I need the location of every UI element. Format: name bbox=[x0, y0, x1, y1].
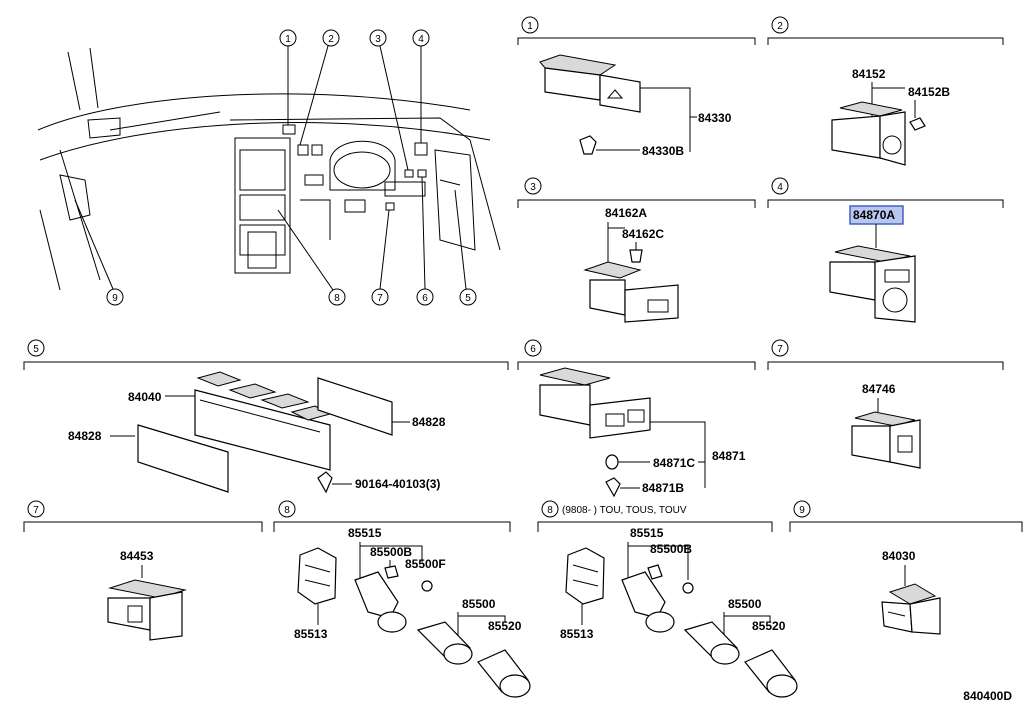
dashboard-illustration bbox=[37, 47, 501, 291]
switch-part-84746 bbox=[851, 411, 921, 469]
svg-text:2: 2 bbox=[777, 21, 783, 32]
window-switch-84040 bbox=[194, 371, 332, 471]
svg-text:9: 9 bbox=[112, 293, 118, 304]
part-label-84871C: 84871C bbox=[653, 456, 695, 470]
section-8-b-note: (9808- ) TOU, TOUS, TOUV bbox=[562, 505, 687, 516]
bulb-holder-b bbox=[621, 571, 675, 633]
svg-text:1: 1 bbox=[527, 21, 533, 32]
section-7-b: 7 84453 bbox=[23, 500, 263, 641]
lighter-85500-b bbox=[683, 621, 740, 665]
svg-text:3: 3 bbox=[530, 182, 536, 193]
section-6: 6 84871 84871C 84871B bbox=[517, 339, 756, 498]
svg-text:6: 6 bbox=[422, 293, 428, 304]
diagram-code: 840400D bbox=[963, 689, 1012, 703]
part-label-84330B: 84330B bbox=[642, 144, 684, 158]
part-label-85500B-b: 85500B bbox=[650, 542, 692, 556]
svg-text:1: 1 bbox=[285, 34, 291, 45]
callout-5: 5 bbox=[454, 189, 477, 306]
switch-part-84871 bbox=[539, 367, 651, 439]
lighter-85500-a bbox=[416, 621, 473, 665]
part-label-84330: 84330 bbox=[698, 111, 732, 125]
svg-text:5: 5 bbox=[465, 293, 471, 304]
section-4: 4 84870A bbox=[767, 177, 1004, 323]
svg-text:8: 8 bbox=[547, 505, 553, 516]
switch-part-84162A bbox=[583, 261, 679, 323]
callout-6: 6 bbox=[416, 176, 434, 306]
svg-text:9: 9 bbox=[799, 505, 805, 516]
part-label-85500B-a: 85500B bbox=[370, 545, 412, 559]
pad-84828-right bbox=[317, 377, 393, 436]
svg-text:4: 4 bbox=[777, 182, 783, 193]
section-1: 1 84330 84330B bbox=[517, 16, 756, 158]
part-label-84871: 84871 bbox=[712, 449, 746, 463]
switch-part-84870A bbox=[829, 245, 916, 323]
section-5: 5 84040 84828 84828 90164-40103(3) bbox=[23, 339, 509, 494]
part-label-85520-b: 85520 bbox=[752, 619, 786, 633]
part-label-85515-b: 85515 bbox=[630, 526, 664, 540]
part-label-85500-b: 85500 bbox=[728, 597, 762, 611]
part-label-84030: 84030 bbox=[882, 549, 916, 563]
lighter-85520-a bbox=[477, 649, 531, 698]
part-label-84040: 84040 bbox=[128, 390, 162, 404]
switch-part-84030 bbox=[881, 583, 941, 635]
svg-text:8: 8 bbox=[334, 293, 340, 304]
svg-text:8: 8 bbox=[284, 505, 290, 516]
bulb-holder-a bbox=[354, 571, 407, 633]
section-7-a: 7 84746 bbox=[767, 339, 1004, 469]
lighter-85520-b bbox=[744, 649, 798, 698]
svg-text:6: 6 bbox=[530, 344, 536, 355]
callout-8: 8 bbox=[277, 209, 346, 306]
part-label-84152B: 84152B bbox=[908, 85, 950, 99]
socket-85513-b bbox=[565, 547, 605, 605]
section-9: 9 84030 bbox=[789, 500, 1023, 635]
callout-9: 9 bbox=[74, 199, 124, 306]
switch-part-84330 bbox=[539, 54, 641, 113]
callout-2: 2 bbox=[299, 29, 340, 146]
part-label-85513-a: 85513 bbox=[294, 627, 328, 641]
svg-text:2: 2 bbox=[328, 34, 334, 45]
section-8-a: 8 85515 85500B 85500F 85513 85500 85520 bbox=[273, 500, 531, 698]
part-label-90164-40103: 90164-40103(3) bbox=[355, 477, 440, 491]
pad-84828-left bbox=[137, 424, 229, 493]
svg-text:7: 7 bbox=[377, 293, 383, 304]
section-8-b: 8 (9808- ) TOU, TOUS, TOUV 85515 85500B … bbox=[537, 500, 798, 698]
part-label-84162A: 84162A bbox=[605, 206, 647, 220]
callout-1: 1 bbox=[279, 29, 297, 125]
part-label-85520-a: 85520 bbox=[488, 619, 522, 633]
part-label-84871B: 84871B bbox=[642, 481, 684, 495]
callout-4: 4 bbox=[412, 29, 430, 143]
part-label-85500F: 85500F bbox=[405, 557, 446, 571]
svg-text:3: 3 bbox=[375, 34, 381, 45]
svg-text:7: 7 bbox=[777, 344, 783, 355]
part-label-84746: 84746 bbox=[862, 382, 896, 396]
section-2: 2 84152 84152B bbox=[767, 16, 1004, 166]
svg-text:4: 4 bbox=[418, 34, 424, 45]
part-label-85500-a: 85500 bbox=[462, 597, 496, 611]
callout-3: 3 bbox=[369, 29, 409, 171]
part-label-84162C: 84162C bbox=[622, 227, 664, 241]
socket-85513-a bbox=[297, 547, 337, 605]
part-label-85515-a: 85515 bbox=[348, 526, 382, 540]
part-label-84152: 84152 bbox=[852, 67, 886, 81]
callout-7: 7 bbox=[371, 209, 390, 306]
switch-part-84453 bbox=[107, 579, 187, 641]
part-label-85513-b: 85513 bbox=[560, 627, 594, 641]
part-label-84828-right: 84828 bbox=[412, 415, 446, 429]
part-label-84870A: 84870A bbox=[853, 208, 895, 222]
part-label-84453: 84453 bbox=[120, 549, 154, 563]
part-label-84828-left: 84828 bbox=[68, 429, 102, 443]
svg-text:5: 5 bbox=[33, 344, 39, 355]
section-3: 3 84162A 84162C bbox=[517, 177, 756, 323]
switch-part-84152 bbox=[831, 101, 906, 166]
svg-text:7: 7 bbox=[33, 505, 39, 516]
